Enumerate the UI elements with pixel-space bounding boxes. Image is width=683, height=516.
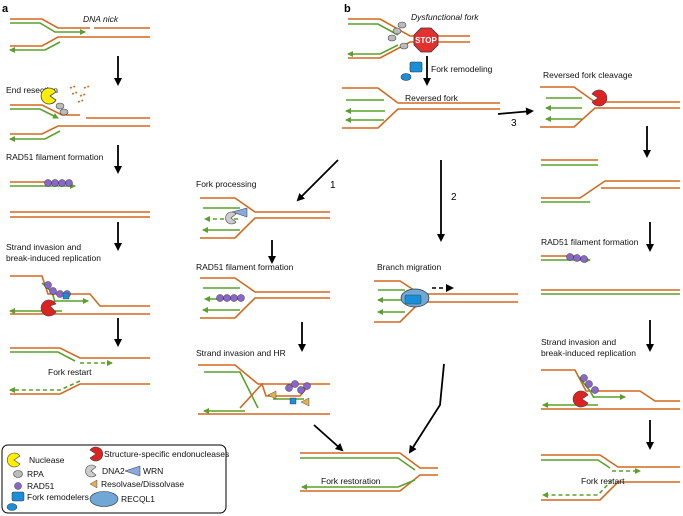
legend-fork-remodelers-label: Fork remodelers: [27, 492, 89, 502]
a4-strand-invasion: [9, 275, 150, 315]
fork-restart-label-right: Fork restart: [581, 476, 625, 486]
path1-fork-processing: [200, 197, 330, 239]
legend-nuclease: Nuclease: [7, 452, 65, 468]
endonuclease-icon-b3: [591, 89, 608, 107]
rpa-legend-icon: [13, 470, 23, 478]
rad51-filament-label-a: RAD51 filament formation: [6, 152, 104, 162]
b-reversed-fork: [342, 87, 500, 129]
stop-sign-icon: STOP: [413, 27, 439, 53]
end-resection-label: End resection: [6, 85, 58, 95]
a1-nicked-fork: [9, 18, 150, 53]
b-dysfunctional-fork: [347, 18, 470, 59]
legend-wrn: WRN: [124, 465, 163, 477]
endonuclease-icon-b3b: [572, 390, 589, 408]
resolvase-legend-icon: [89, 479, 98, 489]
path-3-label: 3: [511, 118, 517, 129]
path3-fork-restart: [541, 454, 680, 501]
legend-rpa-label: RPA: [27, 469, 44, 479]
path-1-label: 1: [330, 180, 336, 191]
legend-rpa: RPA: [13, 469, 44, 479]
a5-fork-restart: [9, 347, 150, 395]
fork-restart-label-a: Fork restart: [48, 367, 92, 377]
strand-invasion-label-r1: Strand invasion and: [541, 337, 616, 347]
arrow-path-3: [497, 107, 534, 116]
fork-processing-label: Fork processing: [196, 179, 257, 189]
wrn-legend-icon: [124, 465, 141, 477]
dysfunctional-fork-label: Dysfunctional fork: [411, 12, 479, 22]
endonuclease-icon-a: [40, 299, 57, 317]
rad51-filament-label-right: RAD51 filament formation: [541, 237, 639, 247]
rad51-legend-icon: [14, 482, 22, 490]
strand-invasion-label-a1: Strand invasion and: [6, 242, 81, 252]
branch-migration-label: Branch migration: [377, 262, 442, 272]
reversed-fork-cleavage-label: Reversed fork cleavage: [543, 70, 633, 80]
reversed-fork-label: Reversed fork: [405, 93, 459, 103]
fork-remodeling-label: Fork remodeling: [431, 64, 493, 74]
arrow-path-1: [296, 159, 339, 202]
panel-b-label: b: [344, 3, 351, 15]
nuclease-legend-icon: [7, 452, 21, 468]
fork-remodeler-icons: [400, 61, 423, 81]
endonuclease-legend-icon: [89, 446, 103, 462]
fork-restoration-label: Fork restoration: [321, 476, 381, 486]
legend-dna2: DNA2: [85, 464, 125, 478]
arrow-p2-to-restoration: [408, 363, 445, 454]
legend-dna2-label: DNA2: [102, 466, 125, 476]
legend-recql1: RECQL1: [89, 491, 155, 507]
legend-wrn-label: WRN: [143, 466, 163, 476]
fork-restoration: [300, 452, 438, 492]
path1-rad51-filament: [200, 277, 330, 319]
recql1-legend-icon: [89, 491, 119, 507]
fork-remodeler-legend-icon-2: [6, 503, 18, 511]
dna2-legend-icon: [85, 464, 97, 478]
legend-endonucleases-label: Structure-specific endonucleases: [104, 449, 229, 459]
rpa-cluster-a2: [55, 102, 69, 116]
rad51-filament-label-mid: RAD51 filament formation: [196, 262, 294, 272]
path1-strand-invasion-hr: [198, 364, 330, 415]
legend-fork-remodelers: Fork remodelers: [6, 491, 89, 511]
legend-rad51-label: RAD51: [27, 481, 55, 491]
path3-strand-invasion: [541, 369, 680, 410]
path3-cleaved-fork: [541, 159, 680, 203]
a3-rad51-filament: [10, 179, 150, 218]
path3-rad51-filament: [541, 253, 680, 295]
a2-resected-end: [9, 85, 150, 142]
panel-a-label: a: [2, 3, 9, 15]
stop-label: STOP: [415, 36, 437, 45]
dna-nick-label: DNA nick: [83, 14, 119, 24]
arrow-p1-to-restoration: [313, 424, 344, 452]
strand-invasion-hr-label: Strand invasion and HR: [196, 348, 286, 358]
legend-resolvase-label: Resolvase/Dissolvase: [101, 479, 184, 489]
strand-invasion-label-r2: break-induced replication: [541, 348, 636, 358]
legend-box: [1, 444, 227, 514]
legend-recql1-label: RECQL1: [121, 494, 155, 504]
legend-rad51: RAD51: [14, 481, 55, 491]
path-2-label: 2: [451, 192, 457, 203]
strand-invasion-label-a2: break-induced replication: [6, 253, 101, 263]
path2-branch-migration: [374, 280, 518, 323]
nuclease-icon: [40, 87, 57, 105]
legend-resolvase: Resolvase/Dissolvase: [89, 479, 184, 489]
path3-reversed-fork-cleavage: [540, 86, 680, 128]
legend-endonucleases: Structure-specific endonucleases: [89, 446, 229, 462]
legend-nuclease-label: Nuclease: [29, 455, 65, 465]
fork-remodeler-legend-icon: [11, 491, 25, 502]
